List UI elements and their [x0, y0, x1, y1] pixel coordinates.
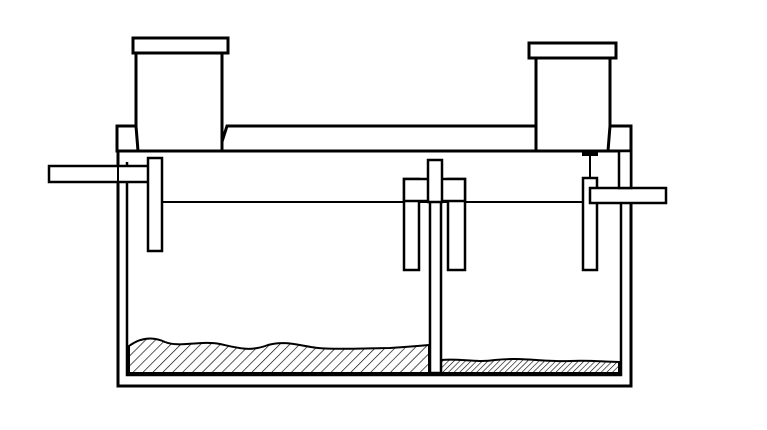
riser-left-body	[134, 51, 224, 153]
sludge-layer-primary	[128, 337, 430, 374]
partition-wall	[428, 193, 443, 375]
outlet-pipe	[588, 186, 668, 205]
tank-inner-wall	[125, 162, 623, 377]
riser-left-collar	[115, 124, 140, 153]
riser-right-cap	[527, 41, 618, 60]
inlet-pipe	[47, 164, 157, 184]
access-riser-left	[115, 36, 230, 153]
effluent-filter-handle	[582, 150, 598, 156]
inlet-baffle-tee	[146, 156, 164, 253]
tank-body	[116, 150, 633, 388]
outlet-riser-skirt	[617, 149, 633, 190]
outlet-assembly	[581, 149, 668, 272]
transfer-tee	[402, 158, 467, 272]
sludge-layer-secondary	[440, 358, 620, 374]
riser-right-body	[534, 56, 612, 153]
tank-lid	[216, 124, 550, 153]
inlet-assembly	[47, 156, 164, 253]
transfer-tee-vent	[426, 158, 444, 204]
riser-left-cap	[131, 36, 230, 55]
riser-right-collar	[606, 124, 633, 153]
access-riser-right	[527, 41, 633, 153]
